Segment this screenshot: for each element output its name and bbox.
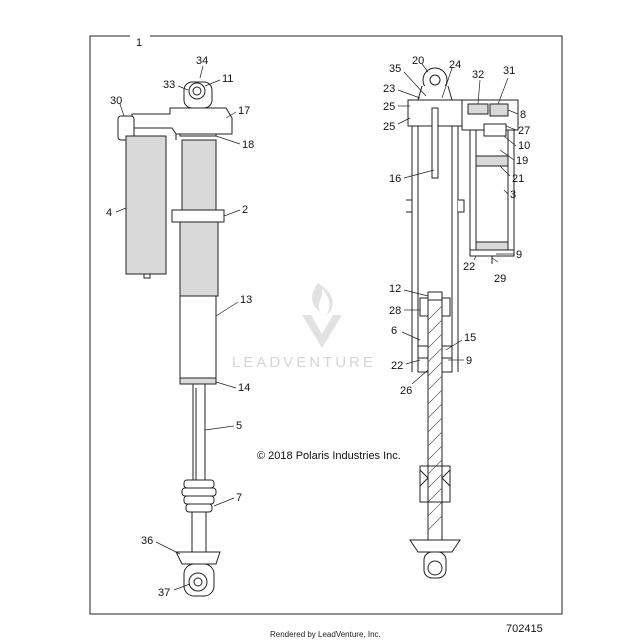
callout-8: 8 (520, 109, 526, 121)
callouts-right: 20 35 24 32 31 23 25 25 8 27 10 19 16 21… (383, 55, 530, 397)
callout-15: 15 (464, 332, 476, 344)
watermark-text: LEADVENTURE (232, 354, 376, 371)
copyright-text: © 2018 Polaris Industries Inc. (257, 450, 401, 462)
callout-13: 13 (240, 294, 252, 306)
callout-10: 10 (518, 140, 530, 152)
watermark-logo (302, 283, 342, 348)
callout-21: 21 (512, 173, 524, 185)
callout-37: 37 (158, 587, 170, 599)
callout-30: 30 (110, 95, 122, 107)
callout-9a: 9 (516, 249, 522, 261)
callout-25b: 25 (383, 121, 395, 133)
callouts-left: 34 11 33 30 17 18 4 2 13 14 5 7 36 37 (106, 55, 254, 599)
document-number: 702415 (506, 623, 543, 635)
callout-20: 20 (412, 55, 424, 67)
diagram-frame (89, 35, 563, 615)
callout-3: 3 (510, 189, 516, 201)
callout-25a: 25 (383, 101, 395, 113)
callout-34: 34 (196, 55, 208, 67)
left-shock-exterior (117, 81, 233, 597)
callout-16: 16 (389, 173, 401, 185)
callout-19: 19 (516, 155, 528, 167)
callout-24: 24 (449, 59, 461, 71)
callout-12: 12 (389, 283, 401, 295)
callout-5: 5 (236, 420, 242, 432)
callout-26: 26 (400, 385, 412, 397)
callout-14: 14 (238, 382, 250, 394)
callout-6: 6 (391, 325, 397, 337)
callout-7: 7 (236, 492, 242, 504)
callout-35: 35 (389, 63, 401, 75)
callout-11: 11 (222, 73, 233, 85)
callout-2: 2 (242, 204, 248, 216)
callout-36: 36 (141, 535, 153, 547)
callout-22b: 22 (391, 360, 403, 372)
assembly-label: 1 (136, 37, 142, 49)
callout-4: 4 (106, 207, 112, 219)
right-shock-cutaway (406, 67, 519, 579)
callout-33: 33 (163, 79, 175, 91)
callout-28: 28 (389, 305, 401, 317)
callout-22a: 22 (463, 261, 475, 273)
callout-31: 31 (503, 65, 515, 77)
callout-29: 29 (494, 273, 506, 285)
rendered-by: Rendered by LeadVenture, Inc. (270, 630, 381, 639)
callout-17: 17 (238, 105, 250, 117)
callout-27: 27 (518, 125, 530, 137)
callout-32: 32 (472, 69, 484, 81)
callout-23: 23 (383, 83, 395, 95)
callout-9b: 9 (466, 355, 472, 367)
callout-18: 18 (242, 139, 254, 151)
